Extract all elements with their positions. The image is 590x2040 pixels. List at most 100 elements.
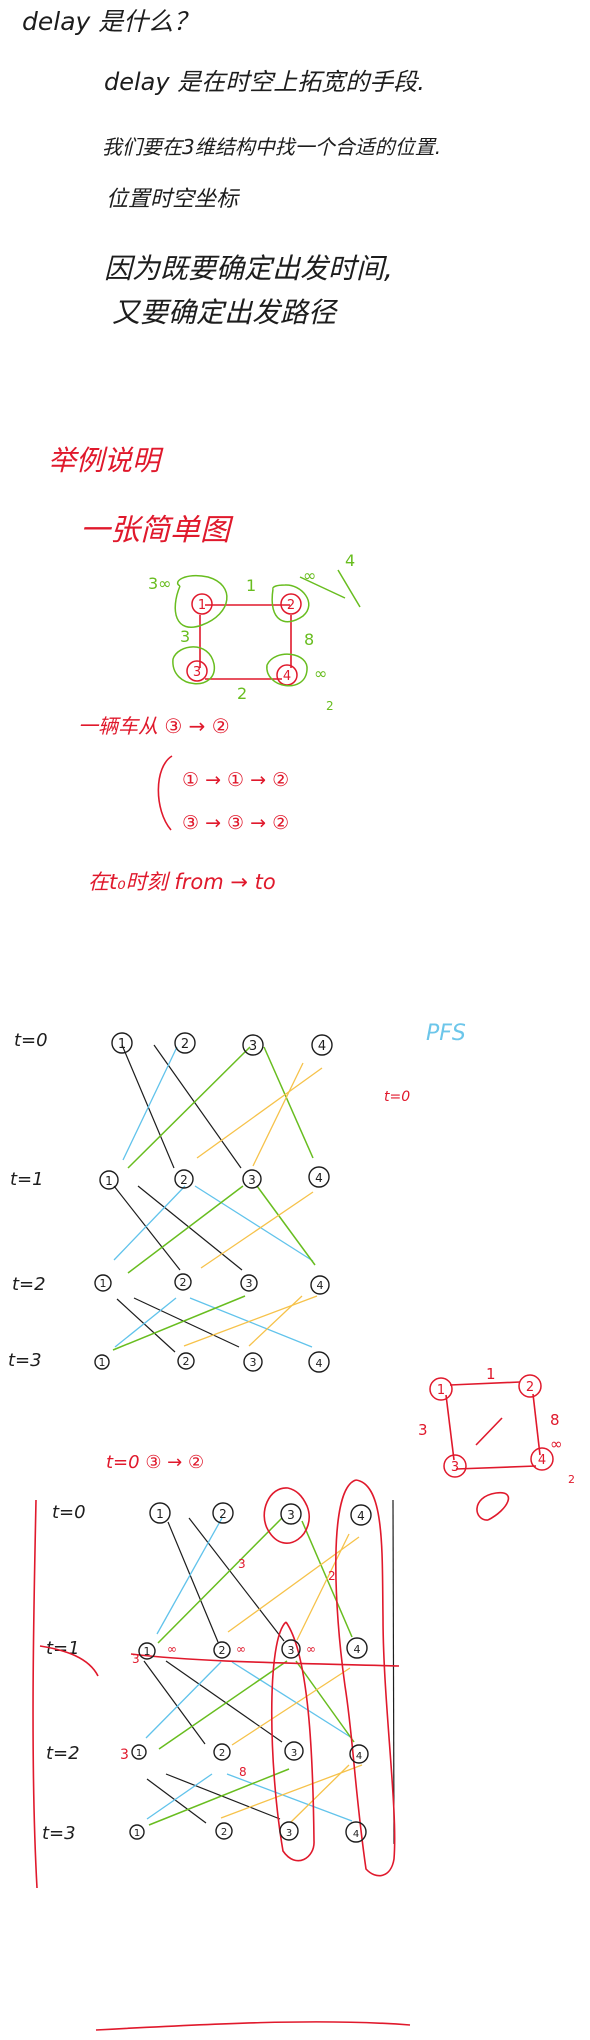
tg2-annotation-8: 8	[239, 1765, 247, 1779]
tg2-node-3	[280, 1503, 302, 1525]
tg2-t2-node-3-label: 3	[291, 1748, 297, 1759]
graph-node-2-label: 2	[287, 598, 295, 613]
tg2-t2-node-1-label: 1	[136, 1748, 142, 1759]
tg2-t3-node-4	[345, 1821, 367, 1843]
arrow-8	[113, 1185, 181, 1271]
mini-edge-left	[445, 1394, 455, 1461]
notes-line-5: 又要确定出发路径	[112, 296, 339, 329]
left-bracket	[32, 1499, 38, 1889]
tg1-node-1-label: 1	[118, 1037, 126, 1052]
decor-green-2	[299, 576, 346, 599]
from-to-line: 在t₀时刻 from → to	[88, 870, 276, 894]
loop-node-1	[174, 574, 228, 628]
notes-title: delay 是什么？	[22, 7, 198, 36]
tg1-node-3-label: 3	[249, 1039, 257, 1054]
arrow-15	[116, 1298, 176, 1353]
tg2-arrow-11	[231, 1661, 353, 1739]
tg2-annotation-inf-1: ∞	[167, 1642, 177, 1656]
route-2: ③ → ③ → ②	[182, 812, 289, 834]
tg2-t1-node-1	[138, 1642, 156, 1660]
tg2-annotation-left-t1: 3	[132, 1652, 140, 1666]
tg1-t3-node-4-label: 4	[316, 1357, 323, 1370]
tg1-t2-node-1	[94, 1274, 112, 1292]
tg2-t1-node-1-label: 1	[144, 1645, 151, 1658]
arrow-5	[263, 1046, 314, 1159]
arrow-9	[137, 1185, 243, 1271]
tg2-t2-node-4	[349, 1744, 369, 1764]
tg1-node-2	[174, 1032, 196, 1054]
tg1-t3-node-4	[308, 1351, 330, 1373]
arrow-20	[183, 1295, 318, 1347]
tg2-row-t3: 1 2 3 4	[129, 1821, 367, 1843]
tg2-node-1	[149, 1502, 171, 1524]
tg2-row-t0: 1 2 3 4	[149, 1502, 372, 1526]
time-graph-1-row-t0: 1 2 3 4	[111, 1032, 333, 1056]
route-brace	[157, 755, 173, 831]
car-line: 一辆车从 ③ → ②	[78, 714, 230, 738]
tg1-node-2-label: 2	[181, 1037, 189, 1052]
tg2-arrow-10	[145, 1661, 222, 1739]
time-label-t0: t=0	[14, 1030, 48, 1051]
tg1-t3-node-2-label: 2	[183, 1355, 190, 1368]
tg2-t3-node-3	[279, 1821, 299, 1841]
mini-scribble	[476, 1492, 510, 1521]
tg2-node-4	[350, 1504, 372, 1526]
mini-edge-bottom	[455, 1465, 537, 1470]
mini-node-2	[518, 1374, 542, 1398]
mini-arrow	[475, 1417, 503, 1446]
edge-label-top: 1	[246, 576, 256, 595]
tg2-t1-node-2	[213, 1641, 231, 1659]
tg2-t2-node-4-label: 4	[356, 1751, 362, 1762]
right-vertical-line	[392, 1499, 395, 1845]
mini-node-4	[530, 1447, 554, 1471]
mini-node-1-label: 1	[437, 1383, 445, 1398]
tg2-t1-node-3-label: 3	[288, 1644, 295, 1657]
tg2-arrow-17	[146, 1773, 213, 1820]
tg2-t3-node-2	[215, 1822, 233, 1840]
side-note-t0: t=0	[384, 1089, 410, 1105]
graph-node-4-label: 4	[283, 669, 291, 684]
tg1-t3-node-3	[243, 1352, 263, 1372]
arrow-4	[127, 1046, 251, 1169]
tg2-t3-node-1-label: 1	[134, 1828, 140, 1839]
tg1-t2-node-2	[174, 1273, 192, 1291]
tg2-annotation-inf-2: ∞	[236, 1642, 246, 1656]
example-subheading: 一张简单图	[80, 513, 234, 548]
tg2-arrow-4	[157, 1517, 283, 1644]
tg2-t2-node-3	[284, 1741, 304, 1761]
tg2-t3-node-1	[129, 1824, 145, 1840]
mini-node-3-label: 3	[451, 1460, 459, 1475]
example-heading: 举例说明	[48, 444, 164, 477]
tg2-t2-node-1	[131, 1744, 147, 1760]
mini-node-4-label: 4	[538, 1453, 546, 1468]
tg1-t2-node-3-label: 3	[246, 1277, 253, 1290]
tg1-t1-node-3	[242, 1169, 262, 1189]
tg2-row-t1: 1 2 3 4	[138, 1637, 368, 1660]
mini-label-right: 8	[550, 1411, 560, 1429]
mini-red-graph: 1 2 3 4 1 3 8 ∞ 2	[418, 1365, 575, 1521]
arrow-16	[133, 1297, 240, 1348]
highlight-node-3-circle	[263, 1487, 310, 1544]
tg1-node-4-label: 4	[318, 1039, 326, 1054]
tg1-node-4	[311, 1034, 333, 1056]
tg1-t1-node-4	[308, 1166, 330, 1188]
edge-label-left-inf: 3∞	[148, 574, 172, 593]
tg1-t2-node-2-label: 2	[180, 1276, 187, 1289]
arrow-11	[194, 1185, 314, 1262]
highlight-column-3	[270, 1621, 315, 1862]
edge-label-bottom: 2	[237, 684, 247, 703]
tg1-t1-node-2-label: 2	[180, 1173, 188, 1187]
graph-node-1	[191, 593, 213, 615]
tg1-t1-node-2	[174, 1169, 194, 1189]
edge-label-right: 8	[304, 630, 314, 649]
arrow-13	[256, 1185, 316, 1266]
tg2-arrow-14	[231, 1667, 351, 1746]
tg2-arrow-1	[167, 1521, 219, 1643]
tg2-arrow-18	[226, 1773, 353, 1822]
tg1-t1-node-1	[99, 1170, 119, 1190]
mini-label-top: 1	[486, 1365, 496, 1383]
strike-row-t1	[130, 1653, 400, 1667]
arrow-3	[122, 1046, 178, 1161]
tg2-arrow-16	[165, 1773, 281, 1820]
